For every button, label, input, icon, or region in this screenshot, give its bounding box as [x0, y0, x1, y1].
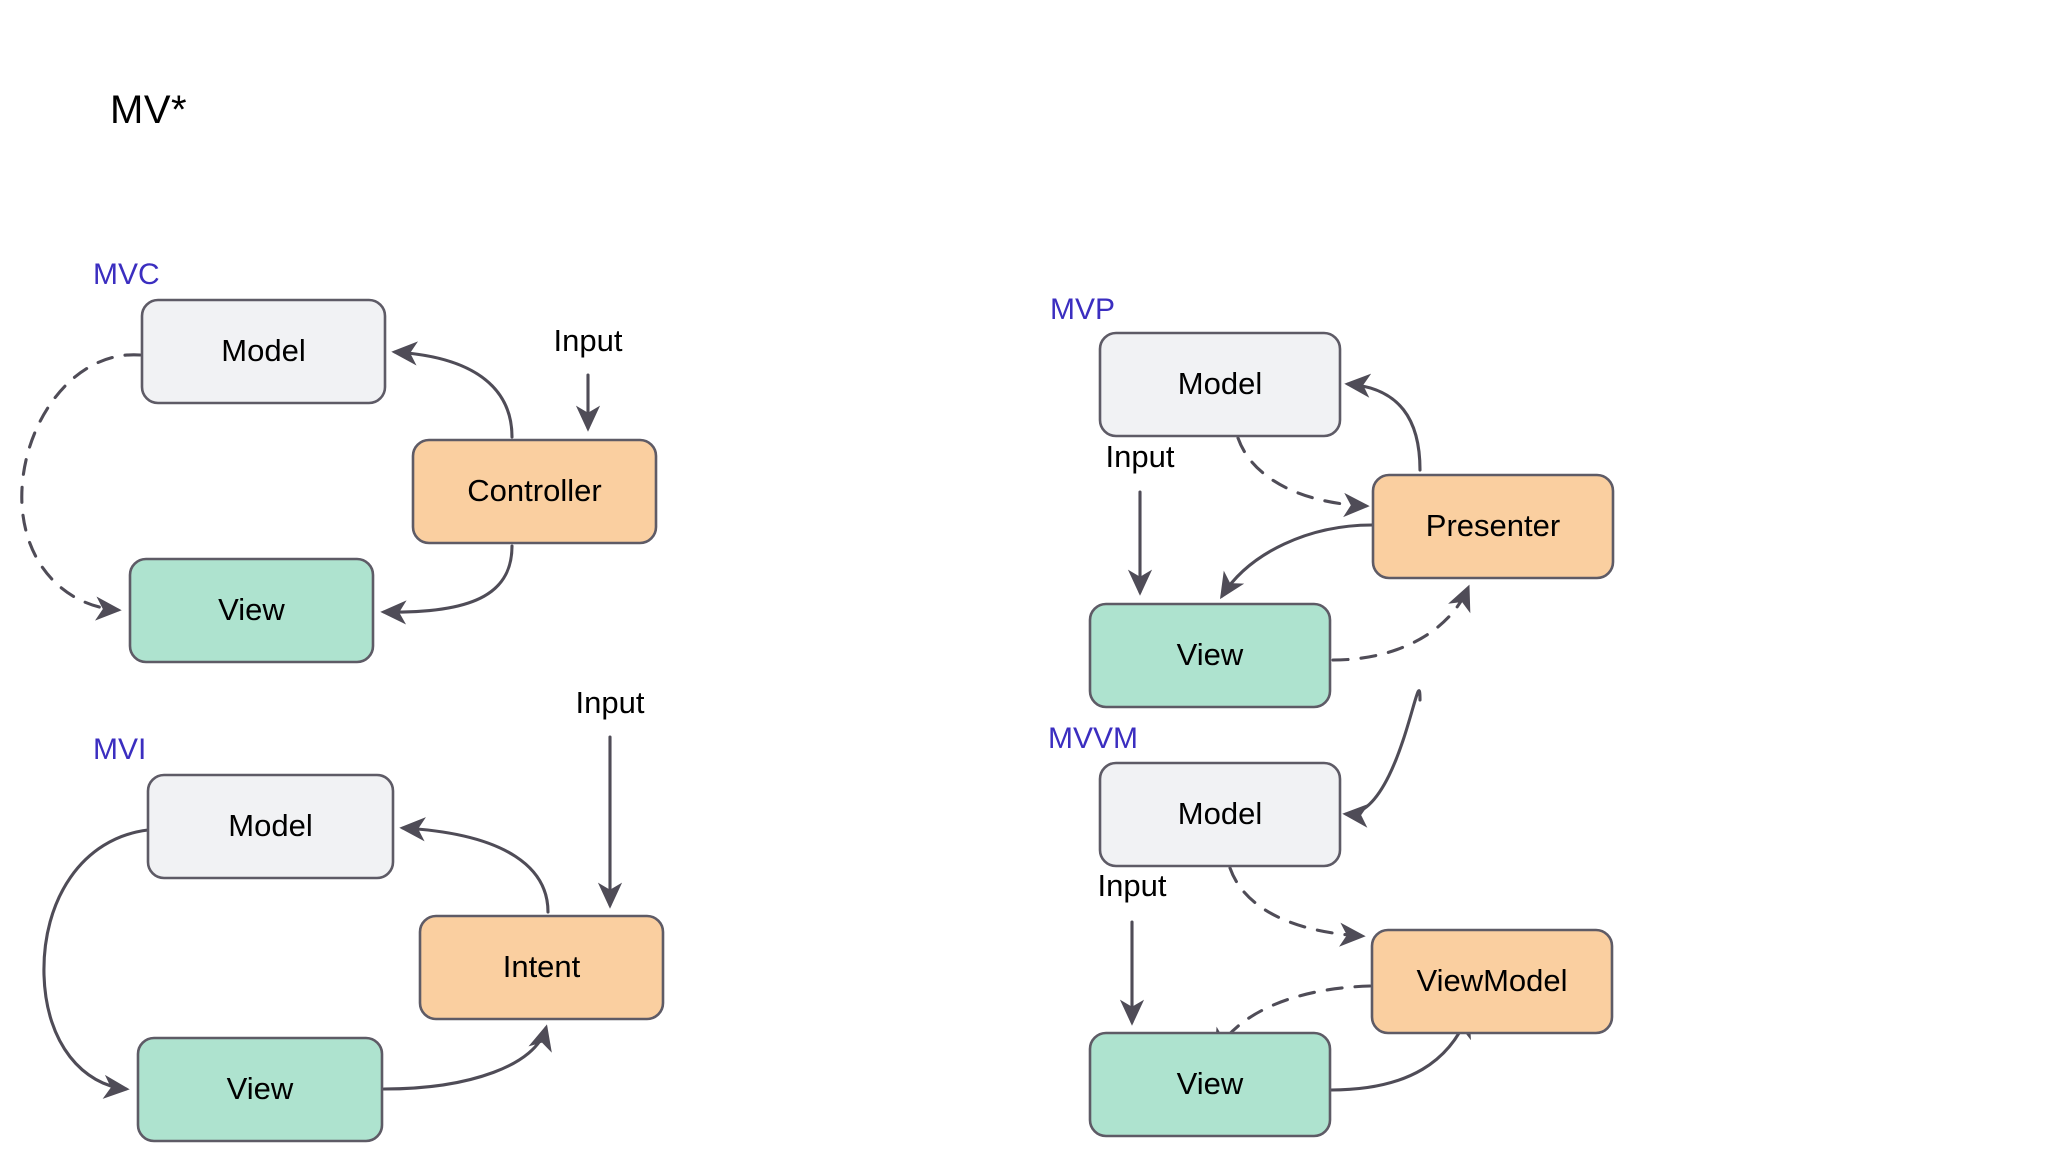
diagram-mvi: MVI Input Model [0, 0, 760, 1152]
edge-mvi-intent-to-model [399, 817, 550, 914]
node-label-mvi-intent: Intent [503, 949, 581, 984]
node-label-mvi-model: Model [228, 808, 312, 843]
diagram-mvc: MVC Input Model [0, 0, 760, 720]
edge-mvi-view-to-intent [382, 1024, 552, 1091]
diagram-mvvm: MVVM Input Model [1000, 0, 1760, 1152]
node-mvi-view[interactable]: View [136, 1036, 384, 1143]
node-mvvm-view[interactable]: View [1088, 1031, 1332, 1138]
edge-mvp-presenter-to-model [1344, 373, 1422, 472]
node-mvc-view[interactable]: View [128, 557, 375, 664]
node-mvvm-viewmodel[interactable]: ViewModel [1370, 928, 1614, 1035]
node-mvc-controller[interactable]: Controller [411, 438, 658, 545]
diagram-label-mvi: MVI [93, 733, 147, 766]
edge-mvp-presenter-to-view [1220, 523, 1374, 600]
node-label-mvvm-viewmodel: ViewModel [1416, 963, 1567, 998]
edge-mvc-controller-to-model [391, 341, 514, 439]
diagram-label-mvp: MVP [1050, 293, 1116, 326]
input-label-mvi: Input [576, 685, 645, 720]
diagram-mvp: MVP Input Model [1000, 0, 1760, 760]
node-label-mvp-model: Model [1178, 366, 1262, 401]
edge-mvvm-model-to-viewmodel [1228, 866, 1366, 947]
diagram-label-mvc: MVC [93, 258, 160, 291]
edge-mvc-controller-to-view [380, 544, 514, 625]
node-label-mvi-view: View [227, 1071, 294, 1106]
mvvm-svg: Input Model ViewModel View [1088, 689, 1614, 1138]
node-mvp-view[interactable]: View [1088, 602, 1332, 709]
node-label-mvvm-model: Model [1178, 796, 1262, 831]
node-label-mvc-model: Model [221, 333, 305, 368]
node-mvp-presenter[interactable]: Presenter [1371, 473, 1615, 580]
edge-mvp-view-to-presenter [1331, 584, 1471, 662]
node-label-mvvm-view: View [1177, 1066, 1244, 1101]
page-title: MV* [110, 88, 188, 132]
node-mvi-intent[interactable]: Intent [418, 914, 665, 1021]
node-mvp-model[interactable]: Model [1098, 331, 1342, 438]
edge-mvvm-viewmodel-to-model [1342, 689, 1422, 828]
node-mvi-model[interactable]: Model [146, 773, 395, 880]
mvc-svg: Input Model Controller View [20, 298, 658, 664]
diagram-label-mvvm: MVVM [1048, 722, 1138, 755]
mvi-svg: Input Model Intent View [42, 685, 665, 1143]
input-label-mvvm: Input [1098, 868, 1167, 903]
node-label-mvp-presenter: Presenter [1426, 508, 1560, 543]
node-label-mvc-view: View [218, 592, 285, 627]
node-label-mvc-controller: Controller [467, 473, 601, 508]
node-mvvm-model[interactable]: Model [1098, 761, 1342, 868]
node-label-mvp-view: View [1177, 637, 1244, 672]
input-label-mvc: Input [554, 323, 623, 358]
edge-mvp-model-to-presenter [1236, 436, 1370, 518]
input-label-mvp: Input [1106, 439, 1175, 474]
mvp-svg: Input Model Presenter View [1088, 331, 1615, 709]
edge-mvi-model-to-view [42, 828, 150, 1099]
edge-mvc-model-to-view [20, 353, 142, 621]
edge-mvvm-viewmodel-to-view [1214, 984, 1372, 1056]
node-mvc-model[interactable]: Model [140, 298, 387, 405]
